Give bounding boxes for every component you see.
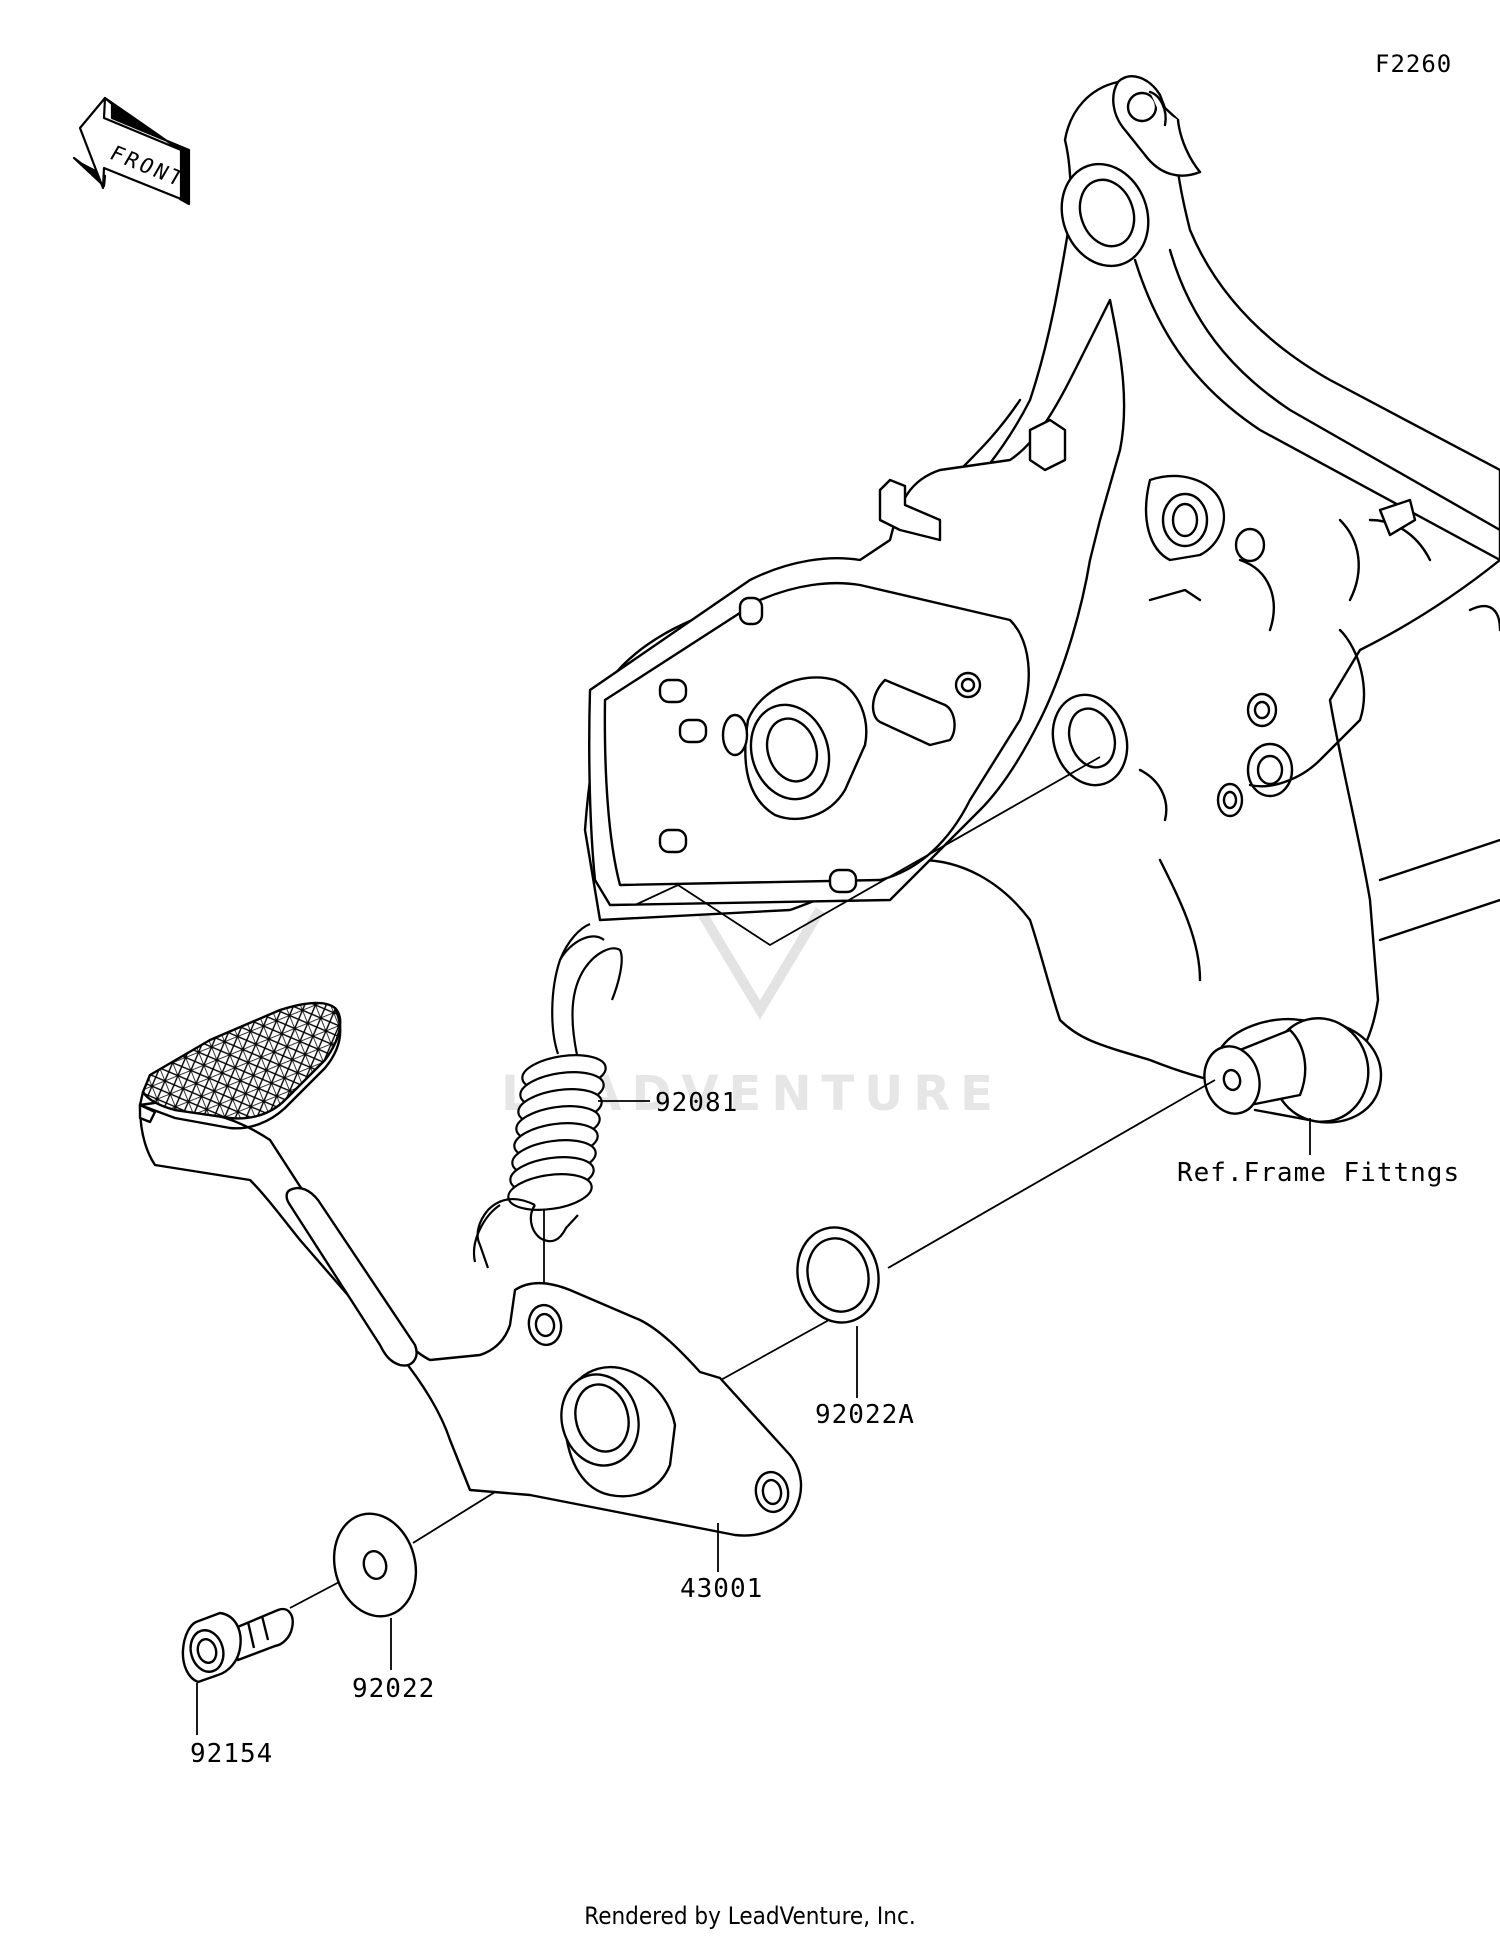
part-number-spring[interactable]: 92081	[655, 1088, 739, 1118]
washer-a	[796, 1226, 880, 1324]
brake-pedal	[138, 1001, 803, 1537]
part-number-bolt[interactable]: 92154	[190, 1739, 274, 1769]
washer	[332, 1512, 418, 1618]
frame-fitting	[583, 75, 1500, 1124]
front-direction-arrow-icon: FRONT	[72, 96, 191, 206]
footer-credit: Rendered by LeadVenture, Inc.	[584, 1902, 916, 1930]
pedal-tread	[141, 1001, 342, 1120]
spring-coils	[507, 1054, 607, 1211]
part-number-pedal[interactable]: 43001	[680, 1574, 764, 1604]
figure-code: F2260	[1375, 50, 1453, 78]
part-number-washer[interactable]: 92022	[352, 1674, 436, 1704]
callout-lines	[196, 1100, 1311, 1735]
return-spring	[472, 922, 623, 1269]
reference-label: Ref.Frame Fittngs	[1177, 1158, 1461, 1188]
part-number-washer-a[interactable]: 92022A	[815, 1400, 915, 1430]
bolt	[181, 1607, 294, 1684]
